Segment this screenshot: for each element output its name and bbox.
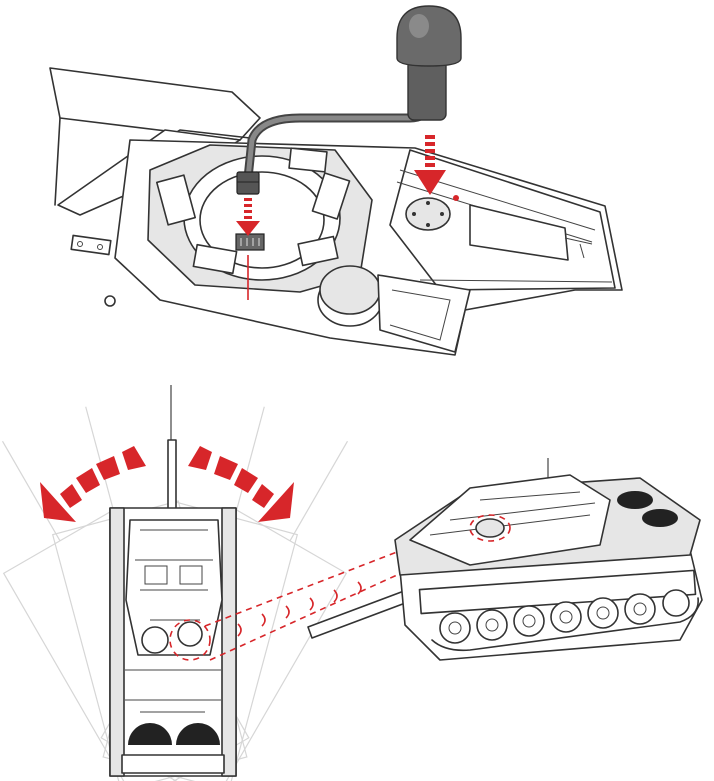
mount-screw [440,212,444,216]
hatch-detail [179,565,203,585]
ring-bracket [155,174,197,226]
receiver-plug [236,171,260,195]
exhaust-left [128,723,172,745]
rear-hull-plate [49,67,261,141]
rear-plate [121,754,225,774]
tank-perspective-view [307,458,703,661]
ring-bracket [311,172,351,220]
mount-screw [426,201,430,205]
loose-screw-part [104,295,116,307]
commander-hatch [141,626,169,654]
receiver-socket [235,233,265,251]
hatch-handle [564,237,593,259]
ir-receiver-dome [475,518,505,538]
hatch-detail [144,565,168,585]
lens-dome [319,265,381,315]
track-lower [431,597,699,652]
mount-screw [426,223,430,227]
ir-receiver-top [169,619,211,661]
engine-deck-top [125,669,221,713]
loose-plate-part [70,234,112,256]
ring-bracket [288,147,328,173]
curved-arrow-left-icon [40,446,146,522]
mount-screw [412,212,416,216]
down-arrow-icon [236,198,260,236]
sensor-dome-top [177,621,203,647]
curved-arrow-right-icon [188,446,294,522]
mount-plate [405,197,451,231]
turret-top [125,519,223,656]
deck-ramp [377,274,471,353]
turret-ring-inner [199,171,325,269]
loose-plate-hole [77,241,83,247]
receiver-stem [407,59,447,121]
hatch-plate [469,204,569,261]
receiver-dome-highlight [409,14,429,38]
exhaust-grille [617,491,653,509]
ring-bracket [192,243,238,275]
exhaust-grille [642,509,678,527]
track-right [221,507,237,777]
hull-deck-panel [49,5,623,356]
down-arrow-icon [414,135,446,195]
turret-rotation-panel [1,385,703,781]
tank-top-view [109,385,237,777]
receiver-socket-pins [240,238,260,246]
loose-plate-hole [97,244,103,250]
deck-ramp-inner [389,289,451,341]
exhaust-right [176,723,220,745]
ir-receiver-target [469,514,511,542]
receiver-dome [396,5,462,67]
turret-body [409,474,611,566]
turret-detail [135,529,213,621]
red-dot-marker [453,195,459,201]
track-left [109,507,125,777]
road-wheels [439,589,690,644]
ring-bracket [297,235,339,267]
